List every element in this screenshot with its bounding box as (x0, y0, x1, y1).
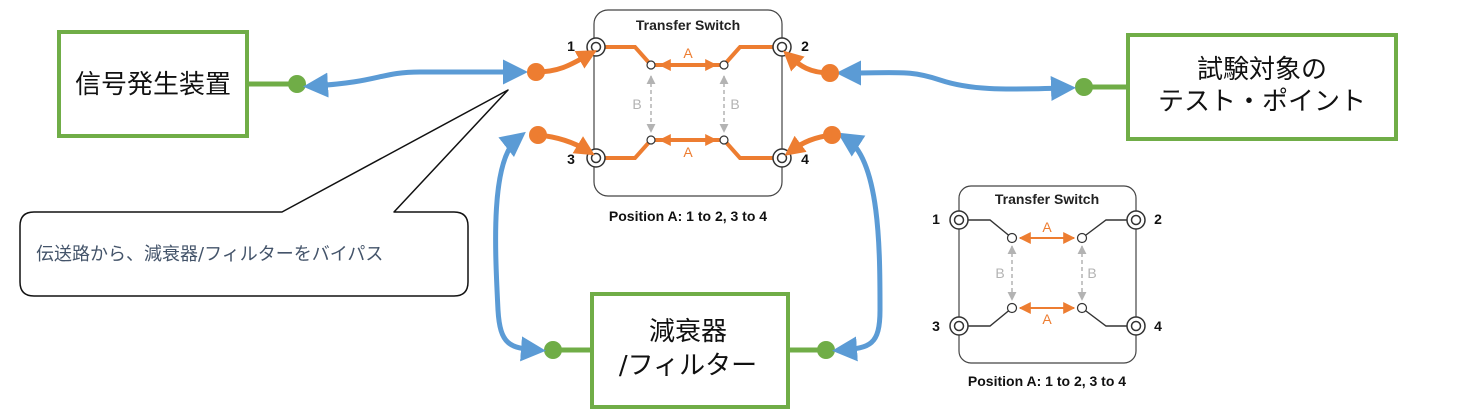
switch-main-b-label-left: B (632, 96, 641, 112)
att-right-connector-dot (817, 341, 835, 359)
switch-main-port-1 (586, 37, 606, 57)
attenuator-filter-box: 減衰器 /フィルター (590, 292, 790, 409)
switch-main-port-1-label: 1 (567, 38, 575, 54)
switch-main-a-label-top: A (683, 45, 693, 61)
orange-connector-port3 (529, 126, 595, 156)
switch-main-port-2 (772, 37, 792, 57)
switch-legend-b-label-right: B (1087, 265, 1096, 281)
switch-legend-position-label: Position A: 1 to 2, 3 to 4 (968, 373, 1126, 389)
cable-sg-to-port1 (303, 59, 528, 98)
switch-legend-a-label-bottom: A (1042, 311, 1052, 327)
switch-main-port-4-label: 4 (801, 151, 809, 167)
switch-main-port-4 (772, 148, 792, 168)
orange-connector-port4 (784, 126, 841, 156)
transfer-switch-legend: Transfer Switch A A B B (932, 185, 1162, 364)
switch-legend-port-3-label: 3 (932, 318, 940, 334)
switch-legend-b-label-left: B (995, 265, 1004, 281)
switch-legend-title: Transfer Switch (995, 191, 1099, 207)
test-point-label-line1: 試験対象の (1197, 55, 1327, 85)
switch-legend-port-2-label: 2 (1154, 211, 1162, 227)
attenuator-label-line1: 減衰器 (649, 317, 727, 347)
bypass-callout: 伝送路から、減衰器/フィルターをバイパス (19, 89, 509, 297)
switch-legend-port-4-label: 4 (1154, 318, 1162, 334)
switch-main-b-label-right: B (730, 96, 739, 112)
att-left-connector-dot (544, 341, 562, 359)
tp-connector-dot (1075, 78, 1093, 96)
signal-generator-box: 信号発生装置 (57, 30, 249, 138)
switch-legend-a-label-top: A (1042, 219, 1052, 235)
switch-main-a-label-bottom: A (683, 144, 693, 160)
switch-legend-port-2 (1126, 210, 1146, 230)
switch-legend-port-3 (949, 316, 969, 336)
signal-generator-label: 信号発生装置 (75, 70, 231, 100)
cable-port3-to-attenuator (493, 131, 546, 362)
switch-main-position-label: Position A: 1 to 2, 3 to 4 (609, 208, 767, 224)
callout-text: 伝送路から、減衰器/フィルターをバイパス (36, 244, 383, 265)
switch-main-port-3 (586, 148, 606, 168)
switch-main-title: Transfer Switch (636, 17, 740, 33)
test-point-label-line2: テスト・ポイント (1158, 87, 1366, 117)
sg-connector-dot (288, 75, 306, 93)
switch-legend-port-1-label: 1 (932, 211, 940, 227)
switch-main-port-2-label: 2 (801, 38, 809, 54)
cable-port4-to-attenuator (832, 132, 883, 362)
switch-main-port-3-label: 3 (567, 151, 575, 167)
cable-port2-to-testpoint (836, 60, 1076, 101)
attenuator-label-line2: /フィルター (619, 351, 757, 381)
switch-legend-port-1 (949, 210, 969, 230)
transfer-switch-main: Transfer Switch B B A A (567, 9, 809, 197)
switch-legend-port-4 (1126, 316, 1146, 336)
orange-connector-port2 (783, 50, 839, 82)
orange-connector-port1 (527, 50, 597, 81)
test-point-box: 試験対象の テスト・ポイント (1126, 33, 1398, 141)
